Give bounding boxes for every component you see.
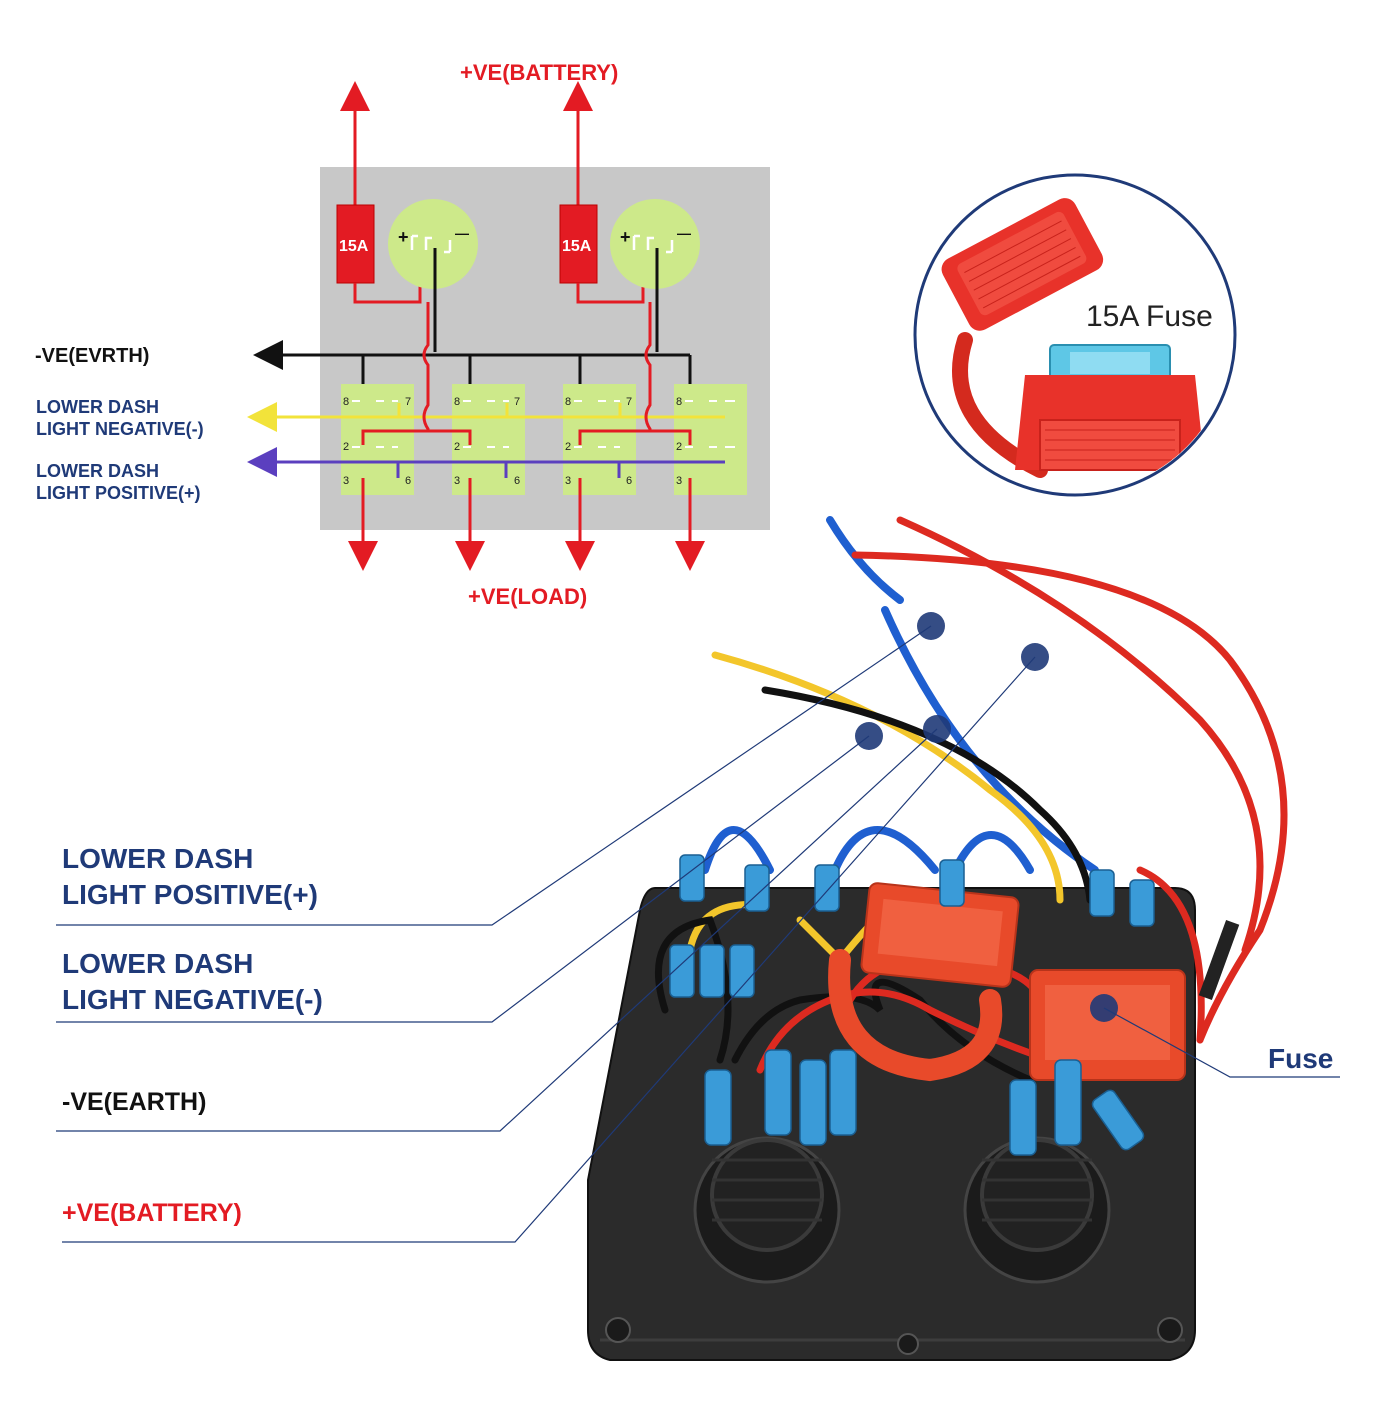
svg-text:2: 2 <box>343 441 349 453</box>
socket-housing-left <box>693 1136 841 1284</box>
switch-terminal-1 <box>341 384 414 495</box>
socket-right-plus: + <box>620 227 631 247</box>
inline-fuse-holder-1 <box>860 882 1020 988</box>
svg-text:3: 3 <box>565 475 571 487</box>
svg-text:8: 8 <box>565 396 571 408</box>
inline-fuse-holder-2 <box>1029 969 1186 1081</box>
socket-left-plus: + <box>398 227 409 247</box>
svg-text:2: 2 <box>676 441 682 453</box>
svg-text:2: 2 <box>454 441 460 453</box>
pin-labels: 8 7 2 3 6 8 7 2 3 6 8 7 2 3 6 8 2 3 <box>343 396 682 487</box>
fuse-rating-right: 15A <box>562 238 592 255</box>
zip-tie <box>1198 920 1240 1000</box>
svg-text:6: 6 <box>514 475 520 487</box>
fuse-callout: 15A Fuse <box>913 173 1237 497</box>
svg-text:8: 8 <box>343 396 349 408</box>
switch-terminal-2 <box>452 384 525 495</box>
socket-left: + — <box>388 199 478 289</box>
svg-text:7: 7 <box>405 396 411 408</box>
switch-terminal-4 <box>674 384 747 495</box>
photo-ldl-negative-1: LOWER DASH <box>62 948 253 979</box>
fuse-callout-text: 15A Fuse <box>1086 300 1213 333</box>
photo-earth: -VE(EARTH) <box>62 1088 206 1116</box>
switch-panel-photo <box>56 516 1340 1361</box>
svg-text:7: 7 <box>626 396 632 408</box>
inline-fuse-holder-3 <box>828 949 1003 1082</box>
socket-housing-right <box>963 1136 1111 1284</box>
svg-text:8: 8 <box>454 396 460 408</box>
svg-text:6: 6 <box>626 475 632 487</box>
ldl-positive-label-1: LOWER DASH <box>36 461 159 481</box>
photo-ldl-negative-2: LIGHT NEGATIVE(-) <box>62 984 323 1015</box>
svg-text:6: 6 <box>405 475 411 487</box>
ldl-negative-label-1: LOWER DASH <box>36 397 159 417</box>
svg-text:3: 3 <box>454 475 460 487</box>
fuse-right: 15A <box>559 204 598 284</box>
ldl-positive-label-2: LIGHT POSITIVE(+) <box>36 483 201 503</box>
switch-terminal-3 <box>563 384 636 495</box>
photo-fuse: Fuse <box>1268 1043 1333 1074</box>
photo-battery: +VE(BATTERY) <box>62 1199 242 1227</box>
svg-text:8: 8 <box>676 396 682 408</box>
svg-text:7: 7 <box>514 396 520 408</box>
socket-right-minus: — <box>677 225 691 241</box>
svg-text:3: 3 <box>676 475 682 487</box>
photo-labels: LOWER DASH LIGHT POSITIVE(+) LOWER DASH … <box>62 843 1333 1227</box>
svg-text:2: 2 <box>565 441 571 453</box>
fuse-rating-left: 15A <box>339 238 369 255</box>
battery-label: +VE(BATTERY) <box>460 60 618 85</box>
socket-left-minus: — <box>455 225 469 241</box>
photo-ldl-positive-1: LOWER DASH <box>62 843 253 874</box>
svg-text:3: 3 <box>343 475 349 487</box>
photo-ldl-positive-2: LIGHT POSITIVE(+) <box>62 879 318 910</box>
load-label: +VE(LOAD) <box>468 584 587 609</box>
socket-right: + — <box>610 199 700 289</box>
earth-label: -VE(EVRTH) <box>35 345 149 367</box>
schematic: +VE(BATTERY) 15A 15A + — + — <box>35 60 770 609</box>
ldl-negative-label-2: LIGHT NEGATIVE(-) <box>36 419 204 439</box>
fuse-left: 15A <box>336 204 375 284</box>
